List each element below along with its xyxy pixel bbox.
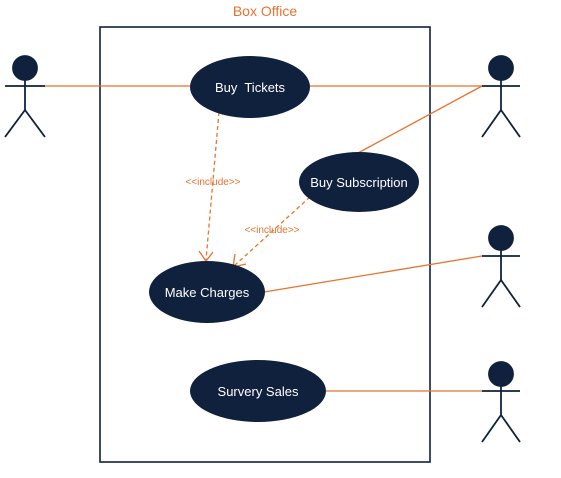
actor-customer-icon [4,55,46,138]
actor-clerk-icon [481,55,521,138]
use-case-ellipse [190,56,310,118]
use-case-buy-tickets: Buy Tickets [190,56,310,118]
association-buy-subscription-clerk [357,85,483,154]
system-title: Box Office [233,3,298,19]
use-case-label: Buy Subscription [310,175,408,190]
system-boundary [99,26,431,463]
include-label-1: <<include>> [185,177,240,188]
use-case-make-charges: Make Charges [149,261,265,323]
use-case-label: Buy Tickets [215,80,286,95]
association-make-charges-actor [263,255,483,293]
include-arrowhead-1 [198,250,214,263]
associations [45,85,483,392]
use-case-ellipse [149,261,265,323]
include-relations [198,111,311,268]
use-case-survey-sales: Survery Sales [190,360,326,422]
use-case-buy-subscription: Buy Subscription [299,152,419,212]
use-case-ellipse [190,360,326,422]
use-case-ellipse [299,152,419,212]
include-edge-buy-tickets [205,111,220,261]
include-label-2: <<include>> [244,225,299,236]
use-case-label: Survery Sales [218,384,299,399]
actor-supervisor-icon [481,361,521,443]
use-case-label: Make Charges [165,285,250,300]
include-edge-buy-subscription [233,196,311,267]
actor-credit-service-icon [481,225,521,308]
